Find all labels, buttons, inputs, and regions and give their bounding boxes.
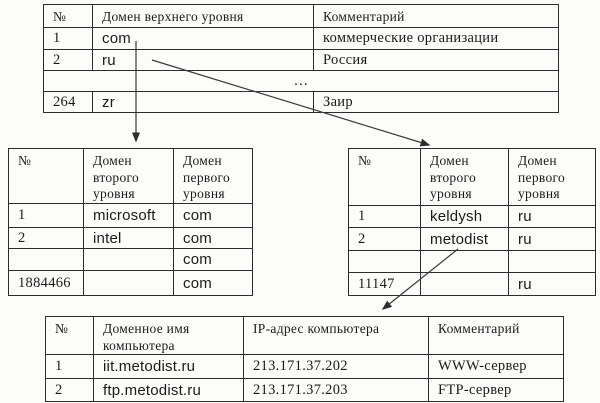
top-level-domains-table: № Домен верхнего уровня Комментарий 1 co… (43, 4, 559, 113)
number-cell: 264 (43, 91, 93, 113)
number-cell: 1 (43, 27, 93, 50)
second-level-domain-cell: intel (83, 227, 174, 249)
table-row: 1 keldysh ru (348, 205, 596, 228)
first-level-domain-cell: com (173, 227, 253, 249)
table-row: com (8, 248, 253, 271)
domain-cell: zr (92, 91, 314, 113)
hostname-column-header: Доменное имя компьютера (93, 316, 244, 355)
first-level-domain-cell: com (173, 270, 253, 296)
number-cell: 2 (8, 227, 84, 249)
first-level-domain-cell: com (173, 203, 253, 228)
tld-column-header: Домен верхнего уровня (92, 4, 314, 28)
comment-cell: коммерческие организации (313, 27, 559, 50)
table-row: 1 microsoft com (8, 203, 253, 228)
number-cell (348, 250, 421, 273)
first-level-domain-cell: ru (508, 205, 596, 228)
hostname-cell: ftp.metodist.ru (93, 378, 244, 402)
number-column-header: № (45, 316, 94, 355)
number-cell: 1 (8, 203, 84, 228)
second-level-domain-cell: microsoft (83, 203, 174, 228)
second-level-domain-cell: keldysh (420, 205, 509, 228)
table-header-row: № Домен второго уровня Домен первого уро… (8, 148, 253, 204)
number-cell: 2 (43, 49, 93, 71)
number-column-header: № (348, 148, 421, 206)
comment-cell: Россия (313, 49, 559, 71)
ellipsis-row: … (43, 70, 559, 92)
comment-column-header: Комментарий (428, 316, 564, 355)
hosts-table: № Доменное имя компьютера IP-адрес компь… (45, 316, 564, 402)
number-cell: 1 (45, 354, 94, 379)
second-level-domain-cell (83, 270, 174, 296)
first-level-domain-cell (508, 250, 596, 273)
number-cell: 1 (348, 205, 421, 228)
second-level-domain-cell (420, 272, 509, 296)
ru-second-level-table: № Домен второго уровня Домен первого уро… (348, 148, 596, 296)
table-row: 2 intel com (8, 227, 253, 249)
ip-cell: 213.171.37.203 (243, 378, 429, 402)
comment-cell: FTP-сервер (428, 378, 564, 402)
comment-cell: Заир (313, 91, 559, 113)
com-second-level-table: № Домен второго уровня Домен первого уро… (8, 148, 253, 296)
table-row (348, 250, 596, 273)
ip-column-header: IP-адрес компьютера (243, 316, 429, 355)
table-header-row: № Домен второго уровня Домен первого уро… (348, 148, 596, 206)
first-level-domain-cell: ru (508, 272, 596, 296)
second-level-domain-cell (83, 248, 174, 271)
table-row: 1884466 com (8, 270, 253, 296)
number-column-header: № (8, 148, 84, 204)
number-cell (8, 248, 84, 271)
number-cell: 2 (348, 227, 421, 251)
domain-cell: ru (92, 49, 314, 71)
table-row: 1 iit.metodist.ru 213.171.37.202 WWW-сер… (45, 354, 564, 379)
number-cell: 11147 (348, 272, 421, 296)
table-header-row: № Доменное имя компьютера IP-адрес компь… (45, 316, 564, 355)
ip-cell: 213.171.37.202 (243, 354, 429, 379)
comment-column-header: Комментарий (313, 4, 559, 28)
number-cell: 2 (45, 378, 94, 402)
ellipsis-cell: … (43, 70, 559, 92)
domain-cell: com (92, 27, 314, 50)
hostname-cell: iit.metodist.ru (93, 354, 244, 379)
table-header-row: № Домен верхнего уровня Комментарий (43, 4, 559, 28)
first-level-column-header: Домен первого уровня (508, 148, 596, 206)
table-row: 2 ftp.metodist.ru 213.171.37.203 FTP-сер… (45, 378, 564, 402)
first-level-domain-cell: ru (508, 227, 596, 251)
table-row: 2 ru Россия (43, 49, 559, 71)
table-row: 1 com коммерческие организации (43, 27, 559, 50)
table-row: 264 zr Заир (43, 91, 559, 113)
comment-cell: WWW-сервер (428, 354, 564, 379)
number-cell: 1884466 (8, 270, 84, 296)
second-level-column-header: Домен второго уровня (420, 148, 509, 206)
table-row: 2 metodist ru (348, 227, 596, 251)
table-row: 11147 ru (348, 272, 596, 296)
second-level-domain-cell: metodist (420, 227, 509, 251)
number-column-header: № (43, 4, 93, 28)
first-level-domain-cell: com (173, 248, 253, 271)
second-level-domain-cell (420, 250, 509, 273)
second-level-column-header: Домен второго уровня (83, 148, 174, 204)
first-level-column-header: Домен первого уровня (173, 148, 253, 204)
